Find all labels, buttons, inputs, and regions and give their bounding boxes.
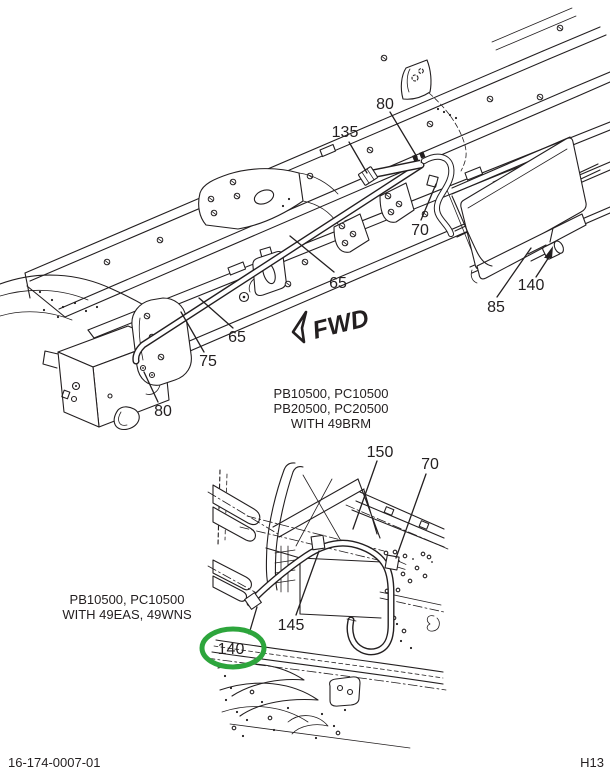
clamp-140	[244, 592, 262, 610]
callout-labels-top: 80 135 70 65 65 75 80 140 85	[154, 96, 544, 420]
callout-140-top-label: 140	[518, 277, 545, 294]
callout-70-bottom-label: 70	[421, 456, 439, 473]
gusset-plates-near	[333, 182, 415, 253]
callout-135-label: 135	[332, 124, 359, 141]
leader-lines-top	[143, 111, 553, 403]
far-frame-rail	[24, 7, 610, 318]
top-caption-line3: WITH 49BRM	[291, 416, 371, 431]
clamp-145	[310, 534, 326, 551]
callout-65-left-label: 65	[228, 329, 246, 346]
frame-liner-panel	[446, 136, 610, 284]
footer-page-code: H13	[580, 755, 604, 770]
callout-80-upper-label: 80	[376, 96, 394, 113]
top-caption: PB10500, PC10500 PB20500, PC20500 WITH 4…	[274, 386, 389, 431]
top-caption-line1: PB10500, PC10500	[274, 386, 389, 401]
frame-detail-lines	[205, 462, 449, 749]
bottom-caption: PB10500, PC10500 WITH 49EAS, 49WNS	[62, 592, 192, 622]
page-footer: 16-174-0007-01 H13	[8, 755, 604, 770]
bottom-caption-line1: PB10500, PC10500	[70, 592, 185, 607]
top-caption-line2: PB20500, PC20500	[274, 401, 389, 416]
callout-75-label: 75	[199, 353, 217, 370]
callout-140-bottom-label: 140	[218, 641, 245, 658]
fitting-135	[358, 166, 378, 186]
bottom-diagram-art: 150 70 145 140 PB10500, PC10500 WITH 49E…	[62, 444, 449, 749]
callout-labels-bottom: 150 70 145 140	[218, 444, 439, 658]
callout-145-label: 145	[278, 617, 305, 634]
callout-150-label: 150	[367, 444, 394, 461]
fwd-marker: FWD	[291, 304, 372, 345]
callout-65-right-label: 65	[329, 275, 347, 292]
footer-part-number: 16-174-0007-01	[8, 755, 101, 770]
bottom-caption-line2: WITH 49EAS, 49WNS	[62, 607, 192, 622]
gusset-plate-far	[198, 168, 339, 230]
fwd-label: FWD	[310, 304, 372, 345]
hose-70-bottom	[244, 534, 407, 656]
cable-tube-65	[132, 151, 426, 365]
crossmember-bracket	[400, 59, 467, 172]
clamp-70	[384, 554, 407, 571]
fwd-arrow-icon	[291, 310, 308, 344]
highlight-ellipse-140	[199, 626, 267, 670]
callout-85-label: 85	[487, 299, 505, 316]
shackle-bracket	[238, 246, 292, 303]
callout-70-top-label: 70	[411, 222, 429, 239]
callout-80-lower-label: 80	[154, 403, 172, 420]
leader-lines-bottom	[248, 460, 427, 635]
top-diagram-art: FWD 80 135 70 65 65 75 80 140 85 PB10500…	[0, 7, 610, 431]
